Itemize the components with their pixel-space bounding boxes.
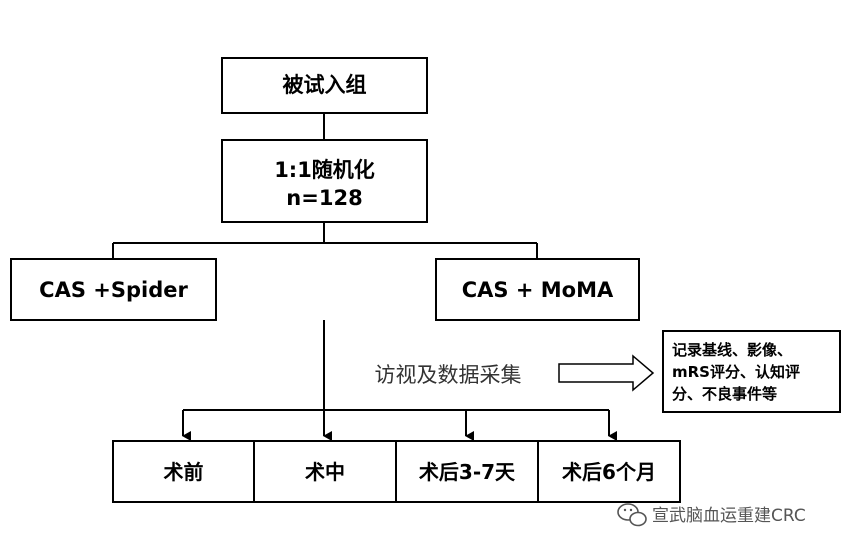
- step-label-3: 术后3-7天: [419, 460, 516, 484]
- note-node: 记录基线、影像、 mRS评分、认知评 分、不良事件等: [662, 330, 841, 413]
- note-box: [662, 330, 841, 413]
- step-box-1: [112, 440, 255, 503]
- watermark-label: 宣武脑血运重建CRC: [652, 506, 806, 526]
- arm-right-label: CAS + MoMA: [462, 278, 614, 302]
- step-label-1: 术前: [164, 460, 204, 484]
- enroll-label: 被试入组: [283, 73, 367, 97]
- randomize-node: 1:1随机化 n=128: [221, 139, 428, 223]
- wechat-icon: [617, 503, 647, 527]
- connectors: [112, 113, 617, 441]
- randomize-label-line2: n=128: [286, 186, 362, 210]
- arm-right-node: CAS + MoMA: [435, 258, 640, 321]
- collect-label: 访视及数据采集: [375, 363, 522, 387]
- arm-left-label: CAS +Spider: [39, 278, 188, 302]
- note-line-2: mRS评分、认知评: [672, 363, 800, 381]
- arm-left-box: [10, 258, 217, 321]
- note-line-1: 记录基线、影像、: [672, 341, 792, 359]
- step-box-2: [253, 440, 397, 503]
- hollow-arrow-icon: [558, 354, 655, 392]
- step-label-4: 术后6个月: [562, 460, 656, 484]
- enroll-node: 被试入组: [221, 57, 428, 114]
- arm-left-node: CAS +Spider: [10, 258, 217, 321]
- watermark: 宣武脑血运重建CRC: [617, 503, 806, 527]
- enroll-box: [221, 57, 428, 114]
- note-line-3: 分、不良事件等: [672, 385, 777, 403]
- randomize-label-line1: 1:1随机化: [274, 158, 375, 182]
- step-box-4: [537, 440, 681, 503]
- step-label-2: 术中: [305, 460, 345, 484]
- step-box-3: [395, 440, 539, 503]
- arm-right-box: [435, 258, 640, 321]
- steps-row: 术前 术中 术后3-7天 术后6个月: [112, 440, 681, 503]
- randomize-box: [221, 139, 428, 223]
